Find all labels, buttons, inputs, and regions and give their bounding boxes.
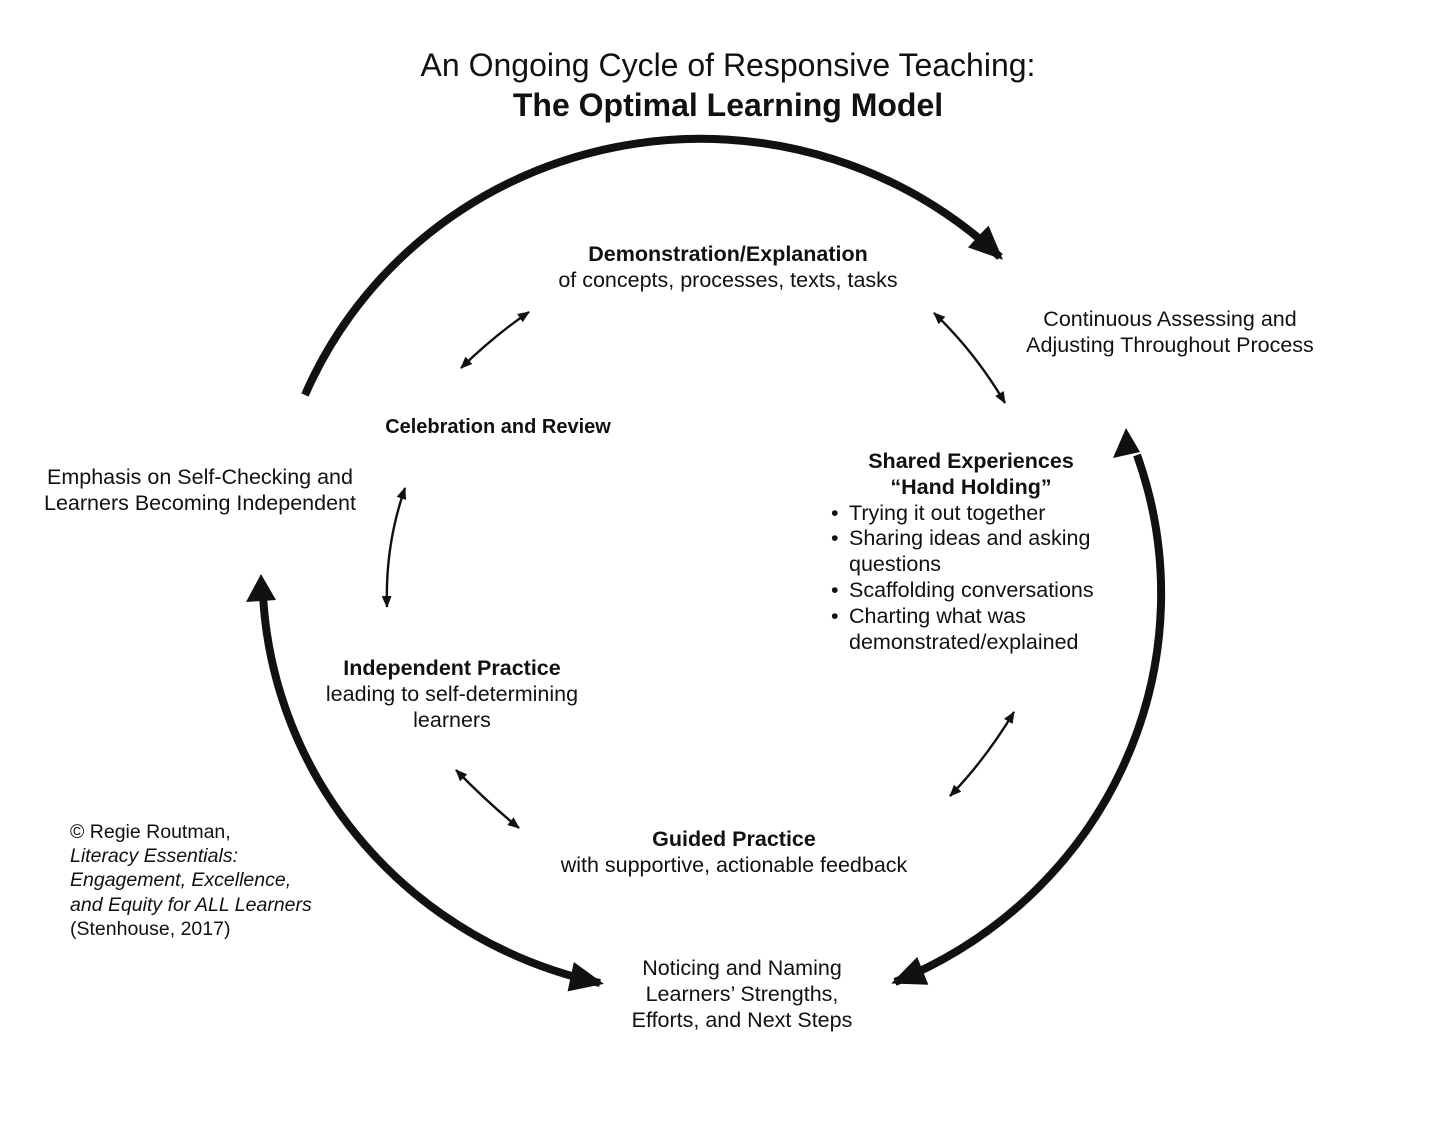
label-noticing-naming: Noticing and Naming Learners’ Strengths,…	[592, 956, 892, 1033]
independent-detail-2: learners	[413, 707, 491, 732]
guided-detail: with supportive, actionable feedback	[560, 852, 908, 877]
noticing-line-2: Learners’ Strengths,	[645, 981, 839, 1006]
label-emphasis-self-checking: Emphasis on Self-Checking and Learners B…	[20, 465, 380, 517]
independent-heading: Independent Practice	[343, 656, 561, 680]
outer-arrowhead-left	[246, 574, 276, 602]
node-independent-practice: Independent Practice leading to self-det…	[302, 656, 602, 733]
list-item: Scaffolding conversations	[826, 578, 1129, 604]
demonstration-detail: of concepts, processes, texts, tasks	[558, 267, 898, 292]
shared-bullet-list: Trying it out together Sharing ideas and…	[826, 501, 1129, 656]
emphasis-line-2: Learners Becoming Independent	[44, 490, 356, 515]
credit-publisher: (Stenhouse, 2017)	[70, 917, 231, 940]
diagram-subtitle: The Optimal Learning Model	[512, 87, 944, 123]
inner-arrow-shared-guided	[949, 711, 1016, 797]
emphasis-line-1: Emphasis on Self-Checking and	[47, 465, 353, 489]
copyright-credit: © Regie Routman, Literacy Essentials: En…	[70, 820, 312, 941]
noticing-line-3: Efforts, and Next Steps	[631, 1007, 853, 1032]
outer-arc-left	[259, 594, 604, 992]
shared-heading: Shared Experiences	[868, 449, 1074, 473]
outer-arrowhead-right	[1113, 428, 1140, 458]
independent-detail-1: leading to self-determining	[325, 681, 579, 706]
inner-arrow-demo-celebration	[460, 311, 530, 369]
inner-arrow-celebration-independent	[381, 487, 407, 608]
guided-heading: Guided Practice	[652, 827, 816, 851]
credit-author: © Regie Routman,	[70, 821, 231, 843]
node-celebration: Celebration and Review	[385, 416, 611, 438]
inner-arrow-independent-guided	[455, 769, 520, 829]
shared-subheading: “Hand Holding”	[890, 474, 1052, 499]
credit-book-title-2: Engagement, Excellence,	[70, 869, 292, 892]
credit-book-title-1: Literacy Essentials:	[70, 845, 238, 868]
node-shared-experiences: Shared Experiences “Hand Holding” Trying…	[826, 449, 1129, 655]
assessing-line-2: Adjusting Throughout Process	[1026, 332, 1314, 357]
list-item: Trying it out together	[826, 501, 1129, 527]
node-demonstration: Demonstration/Explanation of concepts, p…	[478, 242, 978, 294]
assessing-line-1: Continuous Assessing and	[1043, 307, 1297, 331]
node-guided-practice: Guided Practice with supportive, actiona…	[484, 827, 984, 879]
demonstration-heading: Demonstration/Explanation	[588, 242, 868, 266]
inner-arrow-demo-shared	[933, 312, 1007, 404]
credit-book-title-3: and Equity for ALL Learners	[70, 893, 312, 916]
list-item: Sharing ideas and asking questions	[826, 526, 1129, 578]
outer-arc-top	[301, 134, 1003, 397]
label-continuous-assessing: Continuous Assessing and Adjusting Throu…	[1010, 307, 1330, 359]
list-item: Charting what was demonstrated/explained	[826, 604, 1129, 656]
outer-arc-right	[891, 453, 1166, 986]
noticing-line-1: Noticing and Naming	[642, 956, 842, 980]
diagram-title: An Ongoing Cycle of Responsive Teaching:	[420, 47, 1036, 83]
